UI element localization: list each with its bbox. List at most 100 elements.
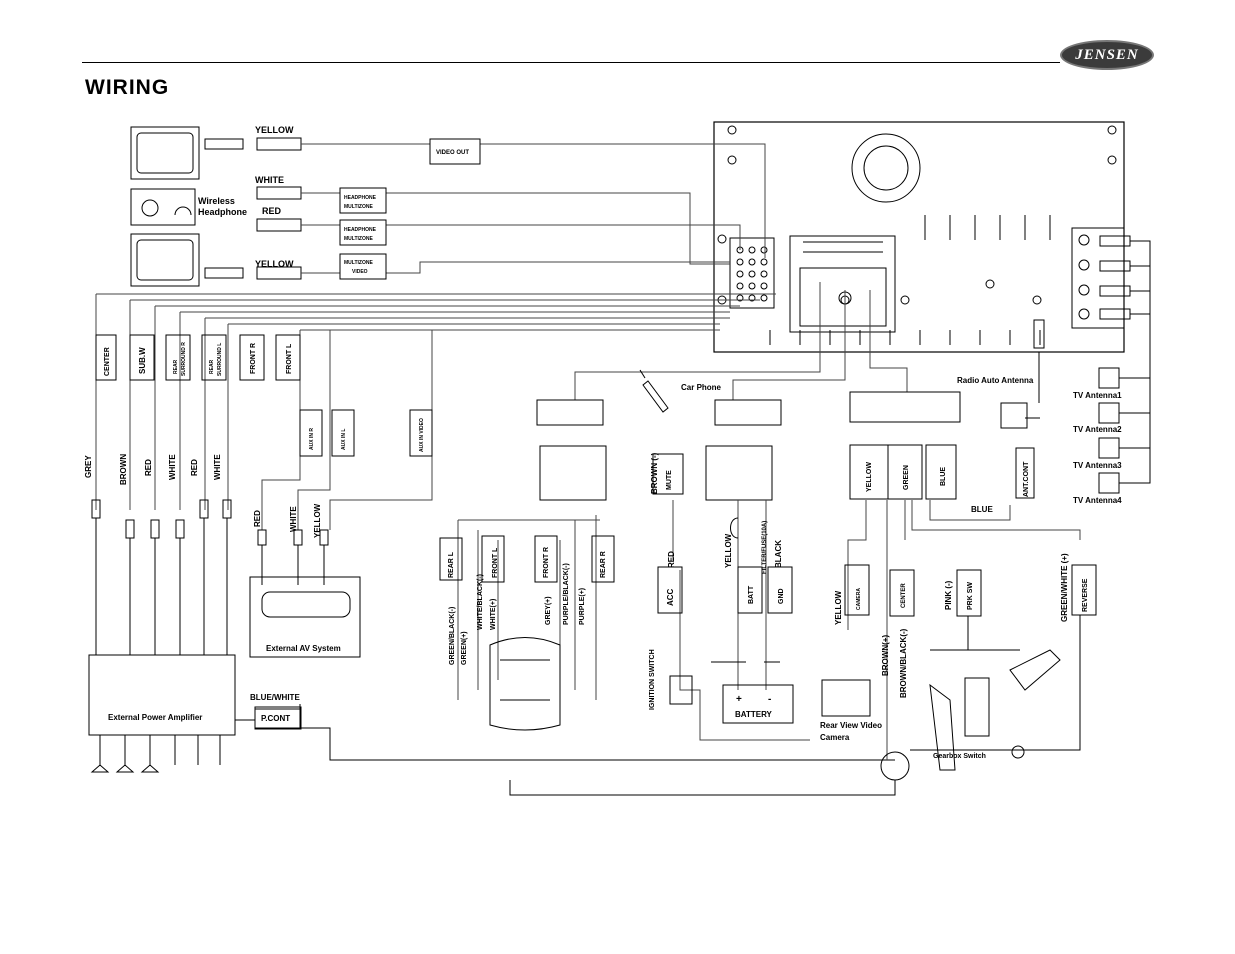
label-tv-antenna2: TV Antenna2	[1073, 425, 1122, 434]
logo-text: JENSEN	[1075, 46, 1139, 63]
box-batt: BATT	[748, 585, 755, 604]
wire-blue: BLUE	[971, 505, 993, 514]
label-wireless: Wireless	[198, 196, 235, 206]
wire-brown-black: BROWN/BLACK(-)	[899, 628, 908, 698]
label-ignition-switch: IGNITION SWITCH	[649, 649, 656, 710]
box-rear-sl-a: REAR	[209, 359, 215, 374]
wire-white-3: WHITE	[289, 506, 298, 532]
wire-red-3: RED	[253, 510, 262, 527]
box-acc: ACC	[666, 588, 675, 606]
box-subw: SUB.W	[138, 347, 147, 374]
car-top-view	[489, 637, 561, 731]
radio-auto-antenna	[1000, 402, 1028, 429]
label-car-phone: Car Phone	[681, 383, 722, 392]
label-gearbox-switch: Gearbox Switch	[933, 753, 986, 760]
box-center: CENTER	[104, 347, 111, 376]
wire-grey: GREY	[84, 455, 93, 478]
wire-brown: BROWN	[119, 454, 128, 485]
wire-grey-pos: GREY(+)	[545, 596, 552, 625]
wire-white-2: WHITE	[213, 454, 222, 480]
box-front-l2: FRONT L	[492, 547, 499, 578]
wire-brown-pos: BROWN(+)	[881, 635, 890, 676]
label-battery: BATTERY	[735, 710, 773, 719]
box-front-l: FRONT L	[286, 343, 293, 374]
wire-green-pos: GREEN(+)	[461, 631, 468, 665]
box-headphone-mz-2b: MULTIZONE	[344, 236, 373, 242]
page-title: WIRING	[85, 76, 170, 99]
box-rear-sl-b: SURROUND L	[217, 343, 223, 376]
box-ant-cont: ANT.CONT	[1023, 461, 1030, 497]
wire-yellow-3: YELLOW	[313, 503, 322, 538]
box-front-r2: FRONT R	[543, 547, 550, 578]
box-multizone-a: MULTIZONE	[344, 260, 373, 266]
wire-filter-fuse: FILTER/FUSE(10A)	[762, 521, 768, 574]
battery	[722, 684, 794, 724]
box-center2: CENTER	[901, 583, 907, 608]
box-blue: BLUE	[940, 467, 947, 486]
wire-yellow-cam: YELLOW	[834, 590, 843, 625]
box-yellow: YELLOW	[866, 462, 873, 492]
box-gnd: GND	[778, 588, 785, 604]
battery-plus: +	[736, 694, 742, 705]
box-headphone-mz-1a: HEADPHONE	[344, 195, 377, 201]
wire-red-1: RED	[144, 459, 153, 476]
video-out-box	[429, 138, 481, 165]
box-prk-sw: PRK SW	[967, 582, 974, 610]
box-aux-in-r: AUX IN R	[309, 428, 315, 450]
label-external-av-system: External AV System	[266, 644, 341, 653]
box-rear-sr-b: SURROUND R	[181, 342, 187, 376]
box-video-out: VIDEO OUT	[436, 150, 469, 156]
box-rear-r: REAR R	[600, 551, 607, 578]
box-headphone-mz-2a: HEADPHONE	[344, 227, 377, 233]
label-external-power-amplifier: External Power Amplifier	[108, 713, 202, 722]
phone-icon	[639, 369, 669, 413]
header-rule	[82, 62, 1060, 63]
box-headphone-mz-1b: MULTIZONE	[344, 204, 373, 210]
battery-minus: -	[768, 694, 771, 705]
wire-brown-neg: BROWN (-)	[650, 452, 659, 494]
wire-white-pos: WHITE(+)	[490, 599, 497, 630]
box-p-cont: P.CONT	[261, 714, 290, 723]
label-yellow-top: YELLOW	[255, 125, 294, 135]
external-power-amplifier	[88, 654, 236, 736]
wire-red-acc: RED	[667, 551, 676, 568]
monitor-1	[130, 126, 200, 180]
label-white: WHITE	[255, 175, 284, 185]
label-rear-view-camera-2: Camera	[820, 733, 850, 742]
ignition-switch	[669, 675, 693, 705]
jensen-logo: JENSEN	[1060, 40, 1154, 70]
wire-blue-white: BLUE/WHITE	[250, 693, 300, 702]
label-rear-view-camera-1: Rear View Video	[820, 721, 882, 730]
box-camera: CAMERA	[856, 588, 862, 610]
label-red: RED	[262, 206, 282, 216]
label-tv-antenna3: TV Antenna3	[1073, 461, 1122, 470]
wire-white-1: WHITE	[168, 454, 177, 480]
box-rear-l: REAR L	[448, 551, 455, 578]
amp-connectors	[91, 499, 232, 655]
label-headphone: Headphone	[198, 207, 247, 217]
wire-white-black: WHITE/BLACK(-)	[477, 574, 484, 630]
label-tv-antenna4: TV Antenna4	[1073, 496, 1122, 505]
box-mute: MUTE	[666, 470, 673, 490]
box-aux-in-video: AUX IN VIDEO	[419, 418, 425, 452]
head-unit	[713, 121, 1151, 372]
wire-black: BLACK	[774, 540, 783, 568]
wire-yellow-batt: YELLOW	[724, 533, 733, 568]
wire-green-black: GREEN/BLACK(-)	[449, 607, 456, 665]
rear-view-camera	[821, 679, 871, 717]
label-radio-auto-antenna: Radio Auto Antenna	[957, 376, 1034, 385]
wire-purple-pos: PURPLE(+)	[579, 588, 586, 625]
wire-red-2: RED	[190, 459, 199, 476]
wire-pink-neg: PINK (-)	[944, 580, 953, 610]
box-reverse: REVERSE	[1082, 578, 1089, 612]
label-tv-antenna1: TV Antenna1	[1073, 391, 1122, 400]
box-multizone-b: VIDEO	[352, 269, 368, 275]
wire-purple-black: PURPLE/BLACK(-)	[563, 563, 570, 625]
wireless-headphone-device	[130, 188, 196, 226]
monitor-2	[130, 233, 200, 287]
box-aux-in-l: AUX IN L	[341, 429, 347, 450]
label-yellow-mid: YELLOW	[255, 259, 294, 269]
box-rear-sr-a: REAR	[173, 359, 179, 374]
